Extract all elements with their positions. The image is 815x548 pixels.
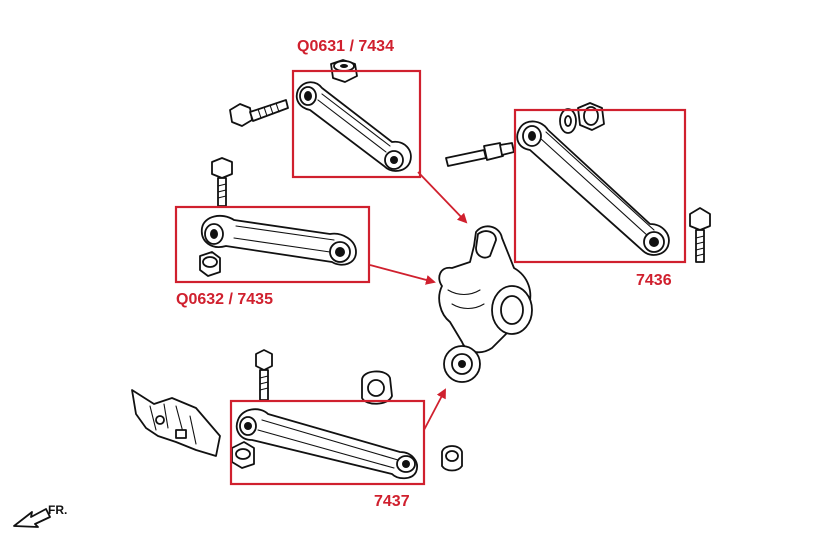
- vertical-bolt-icon: [255, 349, 273, 401]
- arrow-upper-arm-to-knuckle: [417, 171, 468, 224]
- lower-control-arm-drawing: [231, 349, 463, 480]
- bushing-nut-icon: [231, 441, 255, 469]
- part-box-toe-control-arm: [174, 205, 371, 284]
- part-box-lower-control-arm: [229, 399, 426, 486]
- front-direction-label: FR.: [48, 503, 68, 517]
- knuckle-drawing: [438, 225, 533, 383]
- part-label-lower-control-arm: 7437: [374, 493, 410, 510]
- hex-bolt-icon: [229, 99, 289, 127]
- rear-trailing-arm-drawing: [445, 102, 711, 263]
- arrow-lower-arm-to-knuckle: [423, 388, 446, 431]
- part-label-toe-control-arm: Q0632 / 7435: [176, 291, 273, 308]
- arrow-toe-arm-to-knuckle: [369, 264, 436, 285]
- long-bolt-icon: [689, 207, 711, 263]
- bushing-icon: [441, 445, 463, 472]
- pin-bolt-icon: [445, 142, 515, 167]
- part-label-upper-camber-arm: Q0631 / 7434: [297, 38, 394, 55]
- washer-icon: [559, 108, 577, 134]
- front-direction-arrow-icon: [13, 508, 51, 528]
- toe-control-arm-drawing: [199, 157, 357, 277]
- upper-camber-arm-drawing: [229, 59, 412, 172]
- lower-arm-body: [235, 408, 418, 480]
- upper-arm-body: [295, 81, 412, 172]
- flange-nut-icon: [577, 102, 605, 131]
- bracket-drawing: [131, 389, 221, 457]
- part-box-trailing-arm: [513, 108, 687, 264]
- part-box-upper-camber-arm: [291, 69, 422, 179]
- bushing-icon: [361, 370, 393, 405]
- vertical-bolt-icon: [211, 157, 233, 207]
- trailing-arm-body: [516, 120, 670, 256]
- toe-arm-body: [200, 214, 357, 266]
- bushing-nut-icon: [199, 251, 221, 277]
- part-label-trailing-arm: 7436: [636, 272, 672, 289]
